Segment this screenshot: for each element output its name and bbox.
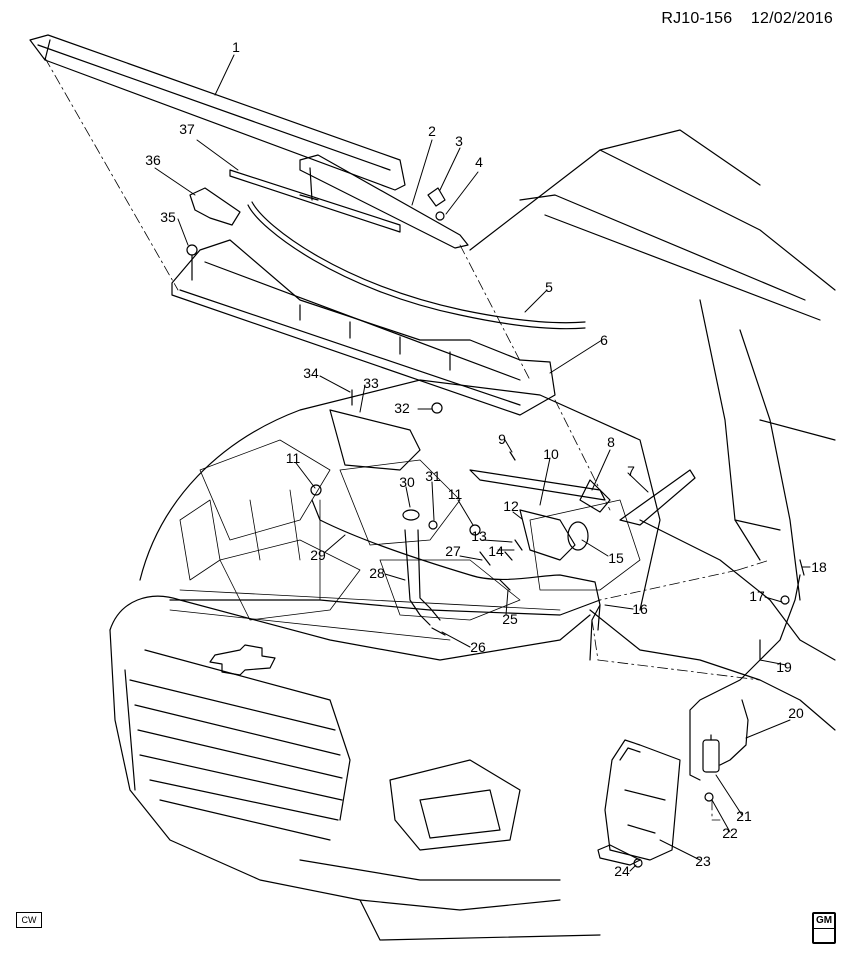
- part-4-arm-nut: [435, 211, 445, 221]
- part-29-washer-hose: [311, 499, 601, 661]
- part-5-windshield-seal: [247, 201, 586, 330]
- callout-10: 10: [543, 446, 559, 462]
- gm-logo-underbar: [814, 928, 834, 937]
- part-31-grommet: [428, 520, 438, 530]
- part-35-clip: [186, 244, 198, 281]
- callout-32: 32: [394, 400, 410, 416]
- diagram-date: 12/02/2016: [750, 10, 833, 27]
- callout-15: 15: [608, 550, 624, 566]
- callout-36: 36: [145, 152, 161, 168]
- part-1-cowl-seal: [29, 34, 406, 191]
- part-3-arm-cap: [427, 187, 446, 207]
- part-33-cowl-panel-bracket: [329, 409, 421, 471]
- callout-leader-lines: [154, 54, 811, 872]
- gm-logo-icon: GM: [812, 912, 836, 944]
- callout-31: 31: [425, 468, 441, 484]
- part-32-bolt: [431, 402, 443, 414]
- callout-22: 22: [722, 825, 738, 841]
- part-26-clip: [431, 627, 446, 636]
- callout-8: 8: [607, 434, 615, 450]
- callout-4: 4: [475, 154, 483, 170]
- callout-35: 35: [160, 209, 176, 225]
- part-23-washer-reservoir: [597, 739, 681, 866]
- callout-3: 3: [455, 133, 463, 149]
- callout-5: 5: [545, 279, 553, 295]
- callout-21: 21: [736, 808, 752, 824]
- callout-25: 25: [502, 611, 518, 627]
- part-6-cowl-grille: [171, 239, 556, 416]
- diagram-code: RJ10-156: [661, 10, 733, 27]
- callout-13: 13: [471, 528, 487, 544]
- part-16-washer-hose: [597, 604, 601, 631]
- assembly-guide-lines: [44, 57, 771, 821]
- callout-16: 16: [632, 601, 648, 617]
- callout-18: 18: [811, 559, 827, 575]
- vehicle-body-outline: [109, 129, 836, 941]
- callout-24: 24: [614, 863, 630, 879]
- part-28-filler-tube: [404, 529, 441, 626]
- part-20-hose: [719, 699, 749, 766]
- callout-11: 11: [286, 450, 301, 466]
- callout-6: 6: [600, 332, 608, 348]
- part-11-clip: [310, 484, 481, 536]
- clockwise-indicator: CW: [16, 912, 42, 928]
- part-22-grommet: [704, 792, 714, 802]
- callout-1: 1: [232, 39, 240, 55]
- callout-37: 37: [179, 121, 195, 137]
- callout-34: 34: [303, 365, 319, 381]
- diagram-header: RJ10-156 12/02/2016: [661, 10, 833, 28]
- part-21-washer-pump: [702, 734, 720, 773]
- callout-17: 17: [749, 588, 765, 604]
- part-8-9-10-wiper-linkage: [469, 451, 611, 513]
- callout-11: 11: [448, 486, 463, 502]
- part-7-bracket: [619, 469, 696, 526]
- callout-2: 2: [428, 123, 436, 139]
- part-27-connector: [479, 551, 491, 566]
- part-30-filler-cap: [402, 509, 420, 521]
- callout-9: 9: [498, 431, 506, 447]
- part-25-connector: [499, 579, 511, 591]
- part-24-bolt: [633, 858, 643, 868]
- callout-26: 26: [470, 639, 486, 655]
- part-12-15-wiper-motor: [504, 509, 589, 561]
- callout-20: 20: [788, 705, 804, 721]
- callout-29: 29: [310, 547, 326, 563]
- engine-bay-detail: [169, 439, 641, 641]
- part-2-wiper-arm: [299, 154, 469, 249]
- part-17-clip: [780, 595, 790, 605]
- callout-14: 14: [488, 543, 504, 559]
- callout-19: 19: [776, 659, 792, 675]
- part-19-hose: [689, 574, 801, 781]
- callout-27: 27: [445, 543, 461, 559]
- part-37-wiper-blade: [229, 169, 401, 233]
- callout-23: 23: [695, 853, 711, 869]
- callout-12: 12: [503, 498, 519, 514]
- callout-30: 30: [399, 474, 415, 490]
- part-36-cowl-end-cap: [189, 187, 241, 226]
- callout-28: 28: [369, 565, 385, 581]
- callout-7: 7: [627, 463, 635, 479]
- callout-33: 33: [363, 375, 379, 391]
